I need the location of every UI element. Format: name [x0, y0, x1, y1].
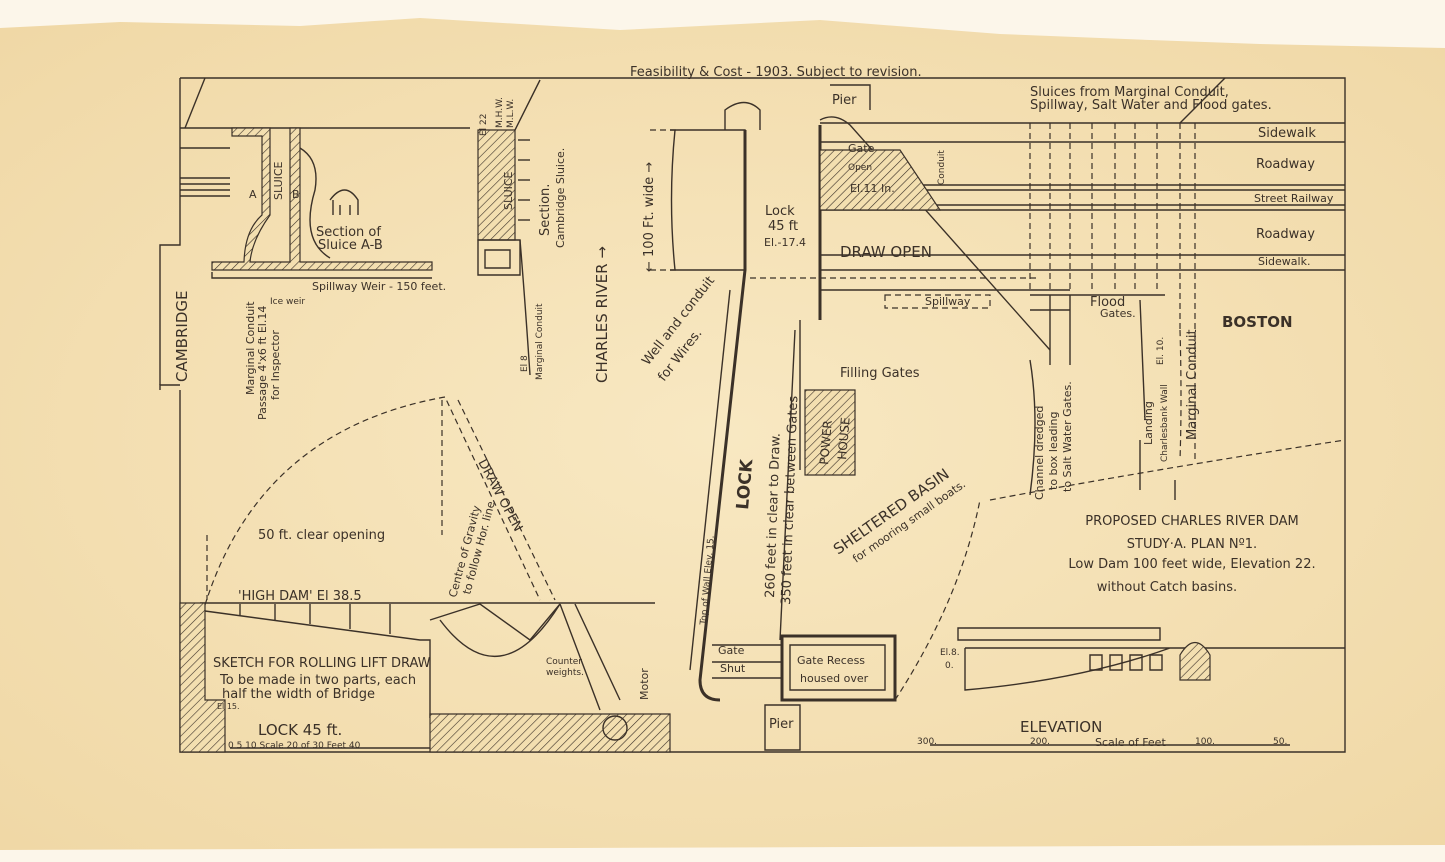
- section-b-label: B: [292, 188, 300, 201]
- section-cambridge-sluice: [477, 79, 541, 376]
- title-block: PROPOSED CHARLES RIVER DAM STUDY·A. PLAN…: [1068, 514, 1315, 595]
- flood-gates-1: Flood: [1090, 295, 1125, 310]
- section-ab-1: Section of: [316, 225, 381, 240]
- scale-50: 50.: [1273, 737, 1287, 747]
- counter-weights-2: weights.: [546, 668, 584, 678]
- title-line-1: PROPOSED CHARLES RIVER DAM: [1085, 514, 1298, 529]
- cambridge-sluice: [211, 127, 433, 279]
- channel-3: to Salt Water Gates.: [1061, 381, 1074, 492]
- cambridge-sluice-label: Cambridge Sluice.: [554, 148, 567, 248]
- scale-of-feet: Scale of Feet: [1095, 736, 1166, 749]
- pier-top: Pier: [832, 93, 857, 108]
- el8-label: El 8: [520, 355, 530, 372]
- for-inspector: for Inspector: [269, 330, 282, 400]
- sidewalk-bottom: Sidewalk.: [1258, 255, 1310, 268]
- clear-opening: 50 ft. clear opening: [258, 528, 385, 543]
- lock-big-label: LOCK: [733, 458, 757, 511]
- width-100-label: ← 100 Ft. wide →: [642, 162, 657, 272]
- sluice-lines: [1029, 123, 1196, 461]
- pier-bottom: Pier: [769, 717, 794, 732]
- draw-open-label: DRAW OPEN: [840, 243, 932, 261]
- title-line-2: STUDY·A. PLAN Nº1.: [1127, 537, 1257, 552]
- mlw-label: M.L.W.: [506, 99, 516, 128]
- marginal-conduit-boston: Marginal Conduit: [1185, 329, 1200, 440]
- elevation-drawing: [930, 627, 1345, 746]
- roadway-top: Roadway: [1256, 157, 1315, 172]
- spillway-label: Spillway: [925, 295, 971, 308]
- lock-45-label: LOCK 45 ft.: [258, 721, 342, 739]
- high-dam-label: 'HIGH DAM' El 38.5: [238, 589, 362, 604]
- elevation-el8: El.8.: [940, 648, 960, 658]
- el10-label: El. 10.: [1156, 337, 1166, 365]
- cambridge-road: [180, 77, 470, 197]
- ice-weir: Ice weir: [270, 297, 305, 307]
- paper: [0, 18, 1445, 850]
- lock-260: 260 feet in clear to Draw.: [763, 433, 784, 598]
- sluices-note-1: Sluices from Marginal Conduit,: [1030, 85, 1229, 100]
- charlesbank-wall: Charlesbank Wall: [1160, 384, 1170, 462]
- el22-label: El 22: [479, 114, 489, 137]
- marginal-conduit-section: Marginal Conduit: [535, 303, 545, 380]
- sluice-label: SLUICE: [272, 161, 285, 200]
- sluices-note-2: Spillway, Salt Water and Flood gates.: [1030, 98, 1272, 113]
- sluice-section-label: SLUICE: [502, 171, 515, 210]
- map-header-title: Feasibility & Cost - 1903. Subject to re…: [630, 65, 922, 80]
- flood-gates-2: Gates.: [1100, 307, 1136, 320]
- channel-1: Channel dredged: [1033, 406, 1046, 500]
- channel-2: to box leading: [1047, 412, 1060, 490]
- boston-label: BOSTON: [1222, 313, 1293, 331]
- section-label: Section.: [538, 184, 553, 236]
- scale-100: 100.: [1195, 737, 1215, 747]
- open-label: Open: [848, 163, 872, 173]
- charles-river-label: CHARLES RIVER →: [593, 246, 611, 383]
- power-house-2: HOUSE: [835, 417, 853, 461]
- gate-shut-2: Shut: [720, 662, 746, 675]
- lock-350: 350 feet in clear between Gates: [779, 395, 801, 605]
- sketch-scale: 0 5 10 Scale 20 of 30 Feet 40: [228, 741, 361, 751]
- gate-shut-1: Gate: [718, 644, 745, 657]
- gate-recess-1: Gate Recess: [797, 654, 865, 667]
- scale-200: 200.: [1030, 737, 1050, 747]
- inspector-passage: Passage 4'x6 ft El.14: [256, 306, 269, 420]
- section-a-label: A: [249, 188, 257, 201]
- elevation-title: ELEVATION: [1020, 718, 1102, 736]
- title-line-4: without Catch basins.: [1097, 580, 1237, 595]
- counter-weights-1: Counter: [546, 657, 582, 667]
- spillway-weir: Spillway Weir - 150 feet.: [312, 280, 446, 293]
- landing-label: Landing: [1142, 401, 1155, 445]
- scale-300: 300.: [917, 737, 937, 747]
- motor-label: Motor: [638, 668, 651, 700]
- dam-plan: [650, 84, 1346, 751]
- filling-gates: Filling Gates: [840, 366, 920, 381]
- sketch-note-2: half the width of Bridge: [222, 687, 375, 702]
- power-house-1: POWER: [817, 420, 835, 466]
- el15-label: El 15.: [217, 702, 240, 711]
- lock-width: 45 ft: [768, 219, 798, 234]
- lock-elevation: El.-17.4: [764, 236, 806, 249]
- mhw-label: M.H.W.: [495, 97, 505, 128]
- section-ab-2: Sluice A-B: [318, 238, 383, 253]
- title-line-3: Low Dam 100 feet wide, Elevation 22.: [1068, 557, 1315, 572]
- sketch-title: SKETCH FOR ROLLING LIFT DRAW: [213, 656, 431, 671]
- marginal-conduit-cambridge: Marginal Conduit: [244, 301, 257, 395]
- gate-recess-2: housed over: [800, 672, 869, 685]
- sketch-note-1: To be made in two parts, each: [219, 673, 416, 688]
- el11-label: El.11 In.: [850, 182, 895, 195]
- elevation-zero: 0.: [945, 661, 954, 671]
- cambridge-label: CAMBRIDGE: [173, 291, 191, 382]
- street-railway: Street Railway: [1254, 192, 1334, 205]
- gate-label: Gate: [848, 142, 875, 155]
- roadway-bottom: Roadway: [1256, 227, 1315, 242]
- conduit-label: Conduit: [937, 150, 947, 185]
- sidewalk-top: Sidewalk: [1258, 126, 1316, 141]
- lock-label: Lock: [765, 204, 795, 219]
- rolling-lift-draw: [179, 396, 671, 753]
